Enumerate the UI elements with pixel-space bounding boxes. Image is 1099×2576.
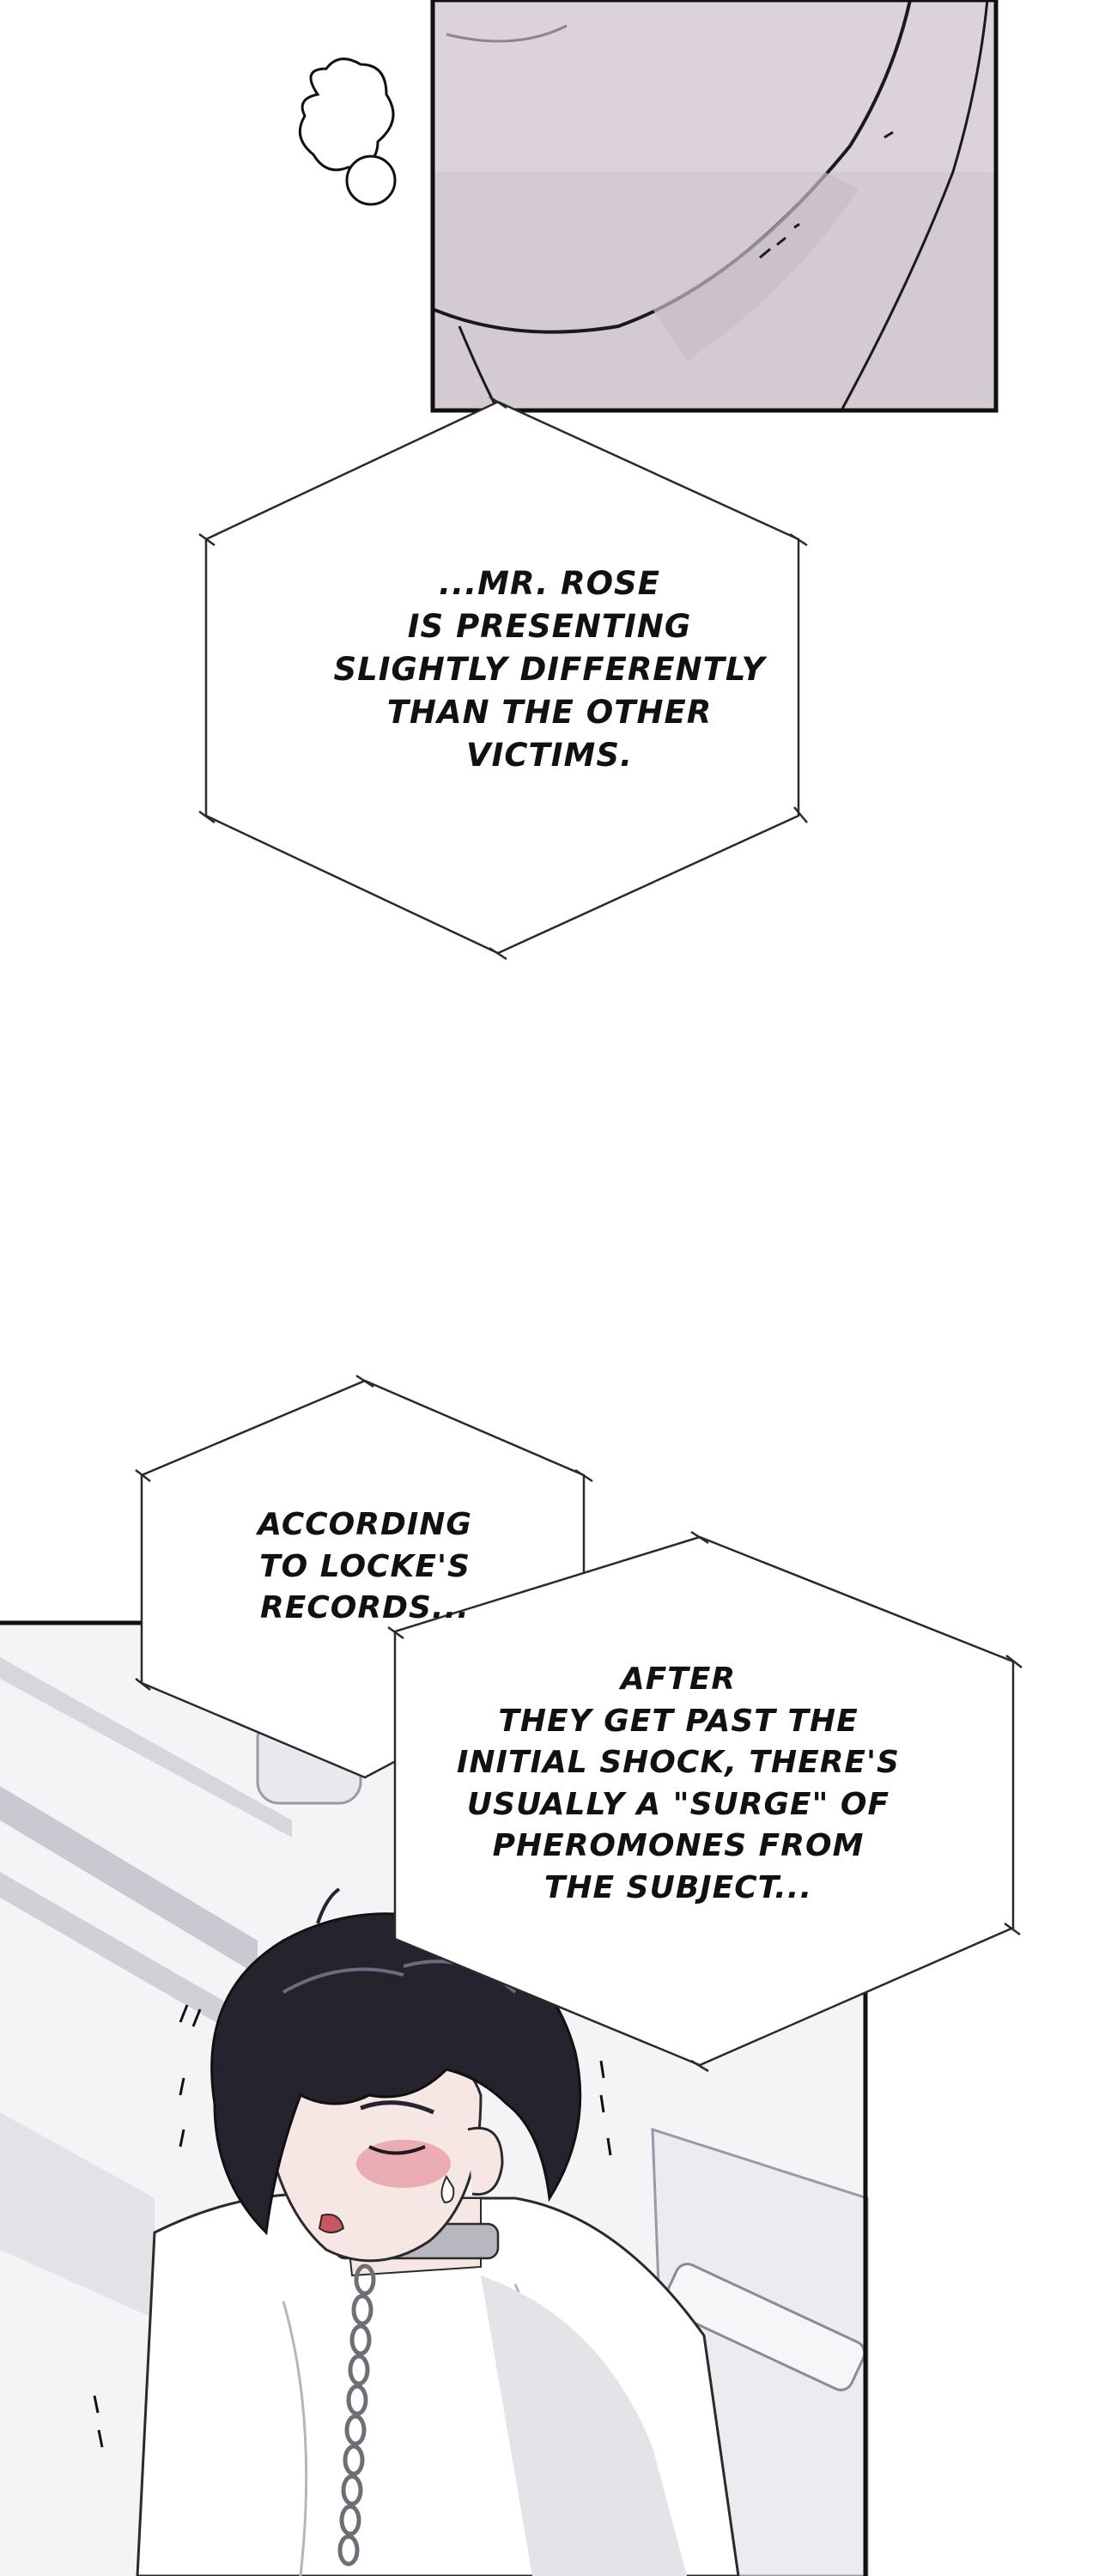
caption-3-line: PHEROMONES FROM (492, 1828, 865, 1864)
wall-diagonal-3 (0, 1872, 223, 2026)
caption-3-line: THEY GET PAST THE (498, 1703, 859, 1739)
wall-diagonal-1 (0, 1657, 292, 1838)
chain-link (349, 2324, 372, 2356)
caption-box-1 (198, 395, 808, 961)
chain-link (348, 2354, 370, 2386)
caption-text-2: ACCORDING TO LOCKE'S RECORDS... (180, 1504, 550, 1630)
thought-bubble-icon (298, 58, 397, 206)
chain-link (341, 2474, 363, 2506)
chin-outline (446, 24, 568, 43)
chain-link (351, 2293, 373, 2326)
chain-icon (337, 2263, 376, 2567)
chain-link (337, 2534, 360, 2567)
caption-box-1-corners (198, 395, 808, 961)
caption-box-3 (387, 1530, 1023, 2073)
caption-1-line: IS PRESENTING (407, 607, 692, 645)
chain-link (346, 2384, 368, 2416)
caption-1-line: ...MR. ROSE (439, 565, 660, 602)
wall-diagonal-4 (0, 2112, 155, 2318)
chain-link (354, 2263, 376, 2296)
caption-2-line: TO LOCKE'S (259, 1548, 471, 1584)
tremble-mark-bottom (93, 2395, 104, 2448)
caption-3-line: USUALLY A "SURGE" OF (466, 1786, 890, 1822)
chain-link (339, 2504, 361, 2537)
caption-text-3: AFTER THEY GET PAST THE INITIAL SHOCK, T… (404, 1659, 953, 1910)
shirt-fold-left (282, 2300, 308, 2576)
tremble-mark-left (179, 2004, 202, 2148)
caption-text-1: ...MR. ROSE IS PRESENTING SLIGHTLY DIFFE… (258, 562, 841, 777)
open-mouth-icon (318, 2214, 345, 2233)
caption-1-line: THAN THE OTHER (386, 693, 713, 731)
wall-handle (662, 2263, 866, 2391)
top-panel-border (430, 0, 999, 413)
caption-2-line: RECORDS... (260, 1590, 470, 1626)
tremble-mark-right (599, 2060, 612, 2156)
sweat-mark-1 (883, 131, 894, 139)
neck-line-right (840, 0, 989, 411)
chain-link (343, 2444, 365, 2476)
chain-link (344, 2414, 367, 2446)
sweat-mark-2 (759, 222, 800, 259)
thought-bubble-dot (345, 155, 397, 206)
eyebrow (360, 2100, 435, 2115)
caption-1-line: SLIGHTLY DIFFERENTLY (333, 650, 766, 688)
sweat-drop-icon (440, 2174, 455, 2204)
caption-3-line: AFTER (620, 1662, 737, 1697)
caption-box-3-corners (387, 1530, 1023, 2073)
caption-1-line: VICTIMS. (465, 736, 634, 774)
throat-shadow (653, 172, 859, 361)
top-panel (430, 0, 999, 413)
shirt-shadow (481, 2275, 687, 2576)
hair-strand (316, 1887, 341, 1924)
wall-diagonal-2 (0, 1786, 258, 1975)
closed-eye-icon (368, 2145, 426, 2155)
ear (467, 2127, 504, 2196)
caption-3-line: INITIAL SHOCK, THERE'S (457, 1745, 900, 1781)
character-hair (210, 1912, 582, 2236)
caption-2-line: ACCORDING (258, 1507, 472, 1542)
thought-bubble-cloud (298, 58, 395, 172)
caption-3-line: THE SUBJECT... (543, 1869, 813, 1905)
caption-box-2-corners (135, 1374, 593, 1691)
